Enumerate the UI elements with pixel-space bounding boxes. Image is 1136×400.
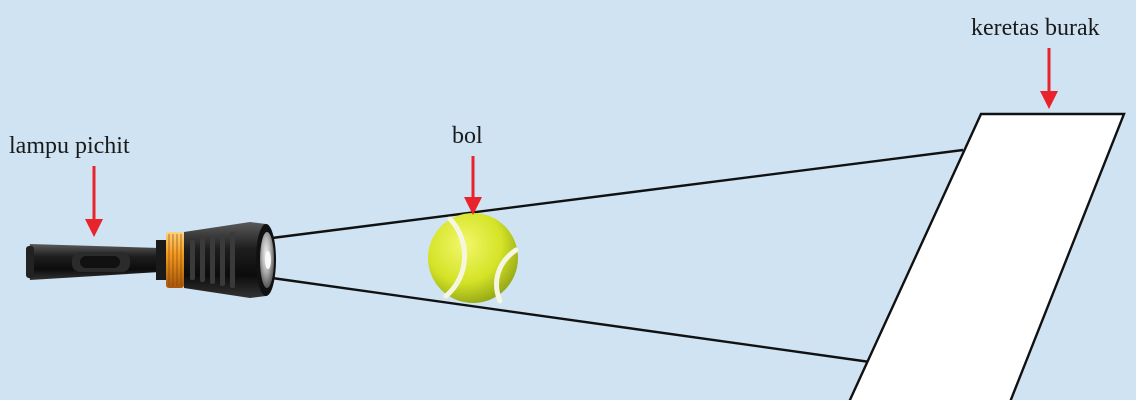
- ball-label: bol: [452, 124, 483, 148]
- paper-label: keretas burak: [971, 16, 1100, 40]
- beam-upper-line: [272, 150, 963, 238]
- light-beam: [272, 150, 963, 362]
- flashlight-icon: [26, 222, 276, 298]
- tennis-ball-icon: [428, 213, 518, 303]
- beam-lower-line: [272, 278, 870, 362]
- flashlight-label: lampu pichit: [9, 134, 130, 158]
- paper-screen-icon: [849, 114, 1124, 400]
